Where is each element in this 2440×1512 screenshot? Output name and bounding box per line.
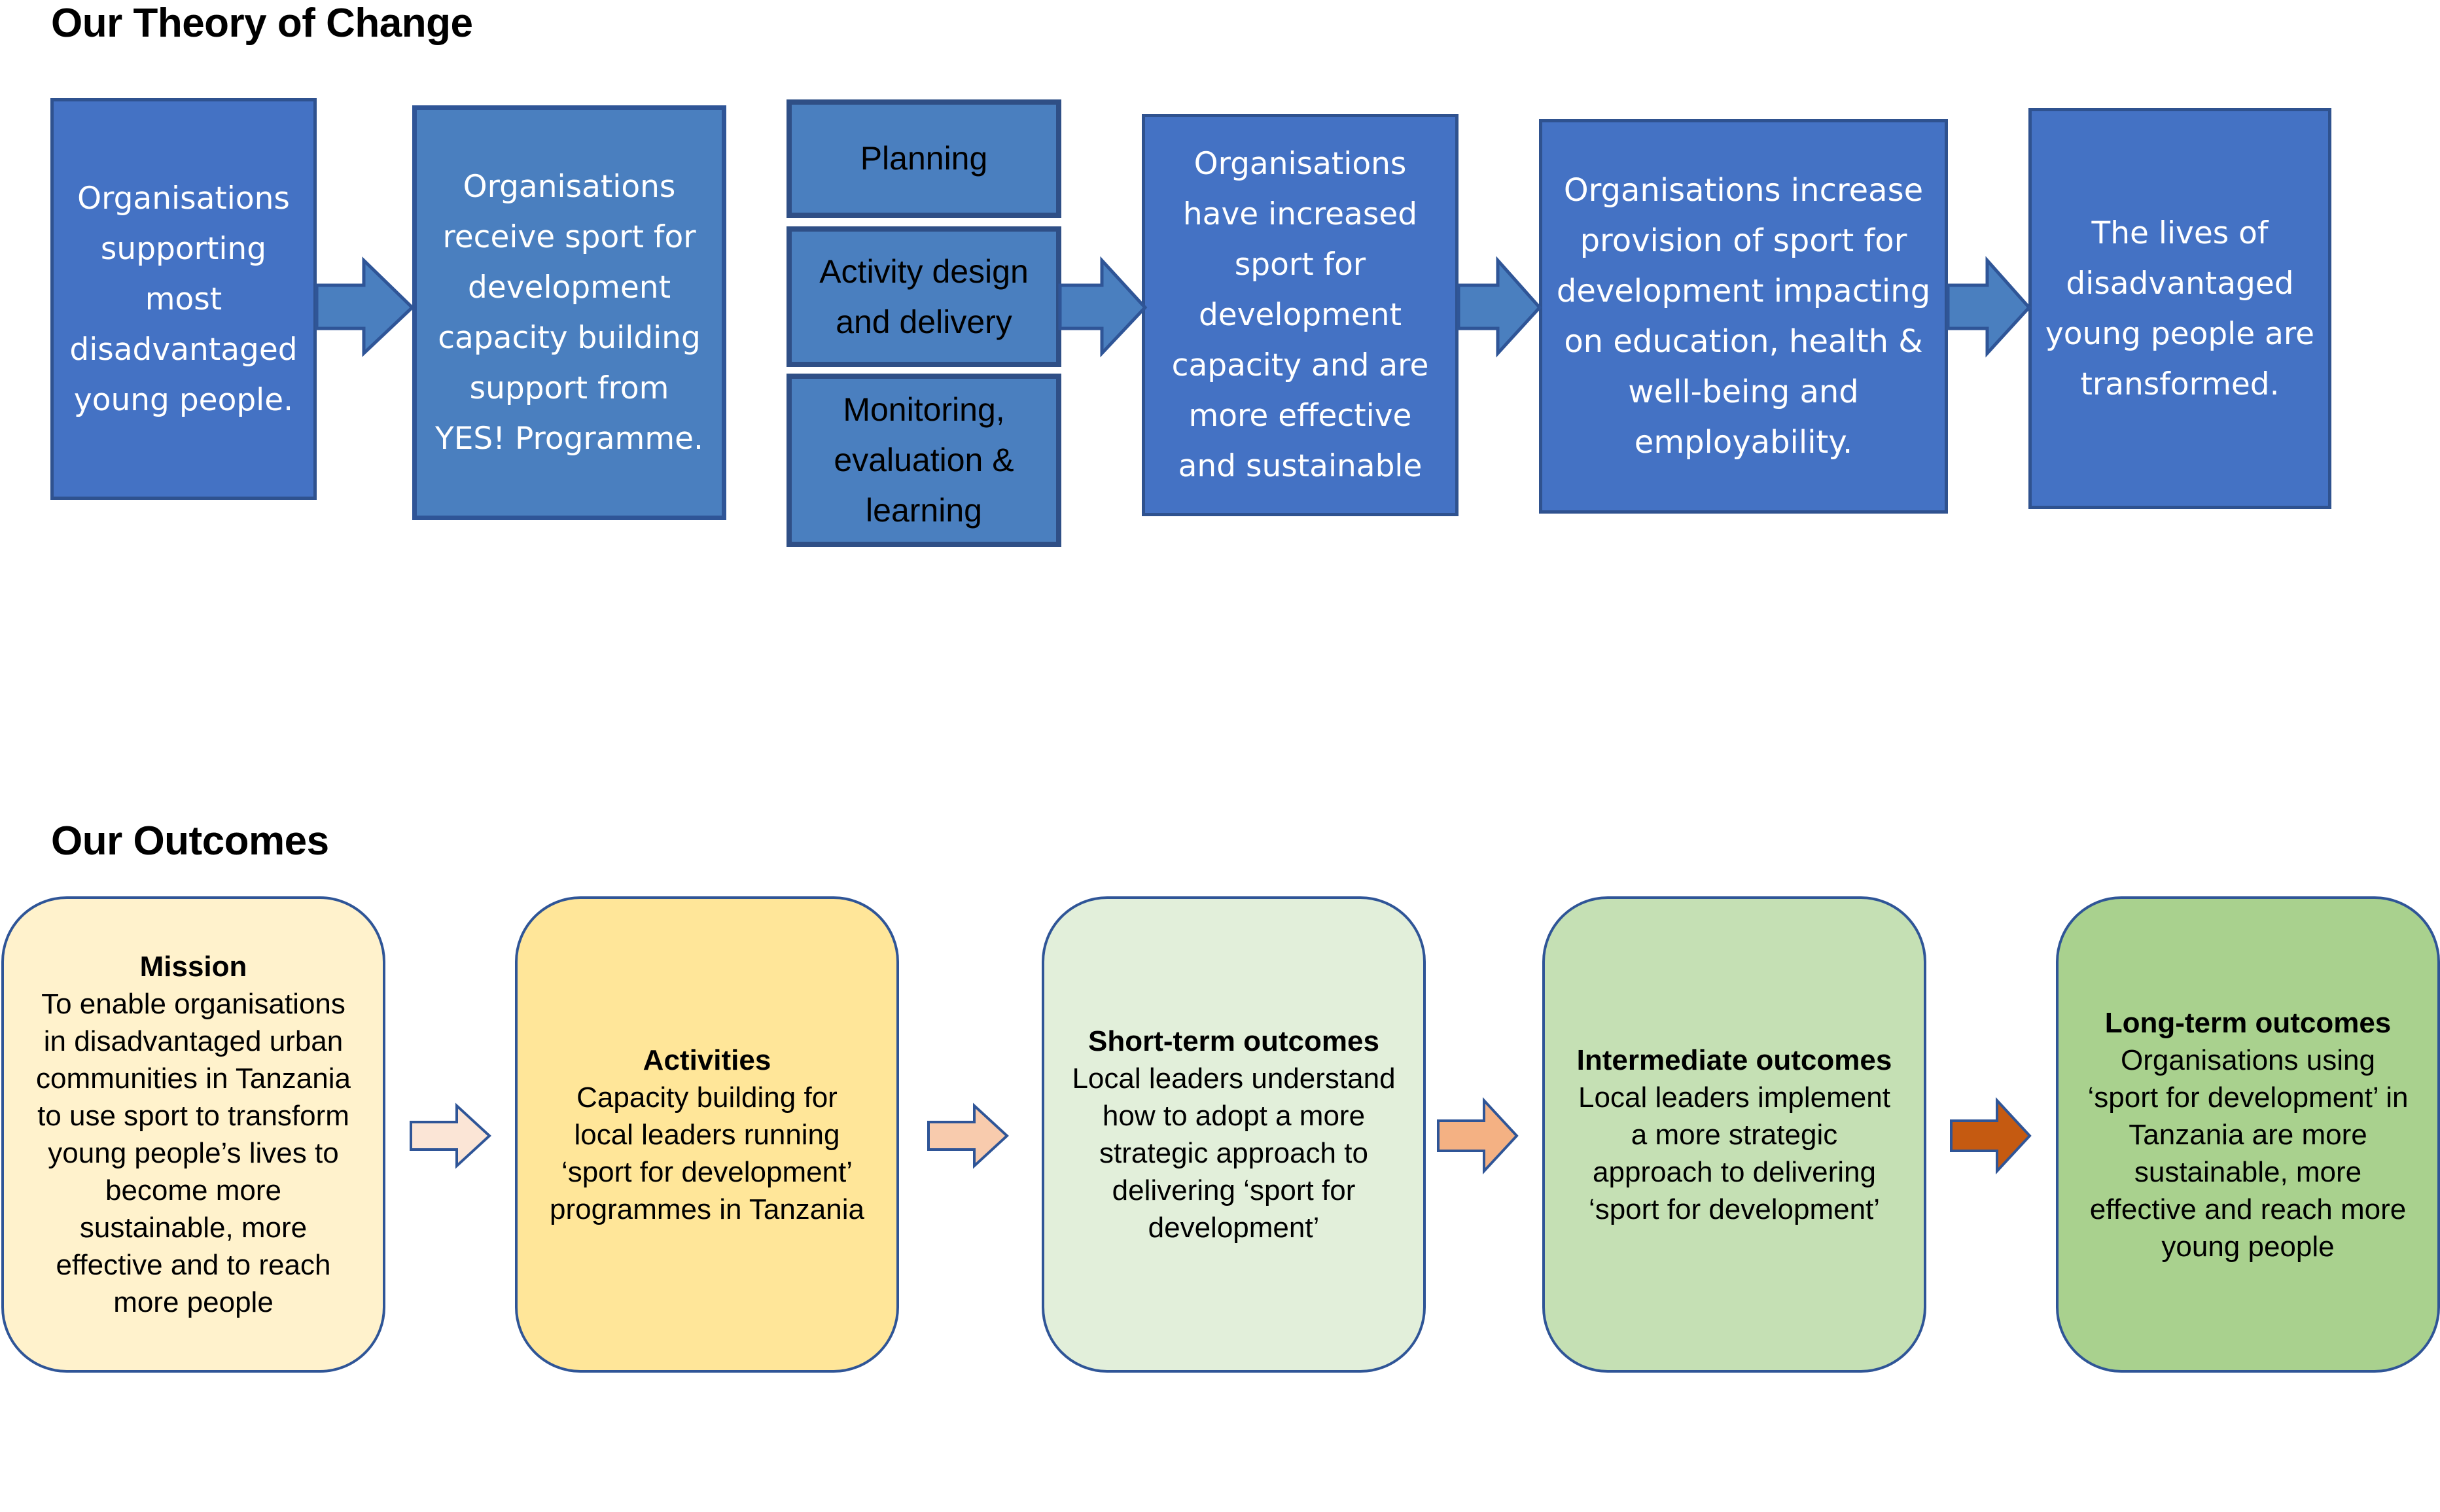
toc-step-6-text: The lives of disadvantaged young people … (2045, 215, 2315, 402)
toc-arrow-3-shape (1457, 256, 1542, 358)
outcome-card-mission: Mission To enable organisations in disad… (1, 896, 385, 1373)
toc-arrow-3 (1457, 256, 1542, 358)
outcome-arrow-4-shape (1950, 1097, 2032, 1175)
toc-arrow-2-shape (1058, 256, 1148, 358)
toc-arrow-2 (1058, 256, 1148, 358)
outcome-card-long-term-title: Long-term outcomes (2104, 1006, 2392, 1039)
outcome-arrow-3-shape (1437, 1097, 1519, 1175)
toc-step-4-text: Organisations have increased sport for d… (1171, 146, 1429, 484)
toc-step-2-text: Organisations receive sport for developm… (435, 169, 703, 457)
toc-stack-planning: Planning (787, 99, 1061, 218)
toc-step-6: The lives of disadvantaged young people … (2028, 108, 2331, 509)
outcome-card-intermediate-title: Intermediate outcomes (1576, 1044, 1892, 1076)
outcome-card-activities-text: Capacity building for local leaders runn… (550, 1081, 864, 1225)
toc-stack-activity-design: Activity design and delivery (787, 226, 1061, 367)
toc-stack-planning-text: Planning (860, 140, 988, 177)
outcome-arrow-2-shape (927, 1102, 1009, 1169)
toc-step-1: Organisations supporting most disadvanta… (50, 98, 317, 500)
outcome-arrow-3 (1437, 1097, 1519, 1175)
toc-stack-activity-design-text: Activity design and delivery (819, 253, 1029, 340)
toc-arrow-1 (315, 256, 415, 357)
toc-step-5-text: Organisations increase provision of spor… (1556, 171, 1931, 461)
toc-stack-monitoring: Monitoring, evaluation & learning (787, 374, 1061, 547)
theory-of-change-heading: Our Theory of Change (51, 1, 473, 46)
outcome-card-short-term: Short-term outcomes Local leaders unders… (1042, 896, 1426, 1373)
toc-arrow-4-shape (1946, 256, 2032, 358)
outcome-card-activities: Activities Capacity building for local l… (515, 896, 899, 1373)
toc-step-4: Organisations have increased sport for d… (1142, 114, 1459, 516)
outcome-arrow-2 (927, 1102, 1009, 1169)
outcome-arrow-1-shape (410, 1102, 491, 1169)
outcome-card-short-term-title: Short-term outcomes (1088, 1025, 1379, 1057)
outcome-card-intermediate: Intermediate outcomes Local leaders impl… (1542, 896, 1926, 1373)
outcomes-heading: Our Outcomes (51, 818, 329, 864)
toc-arrow-1-shape (315, 256, 415, 357)
toc-stack-monitoring-text: Monitoring, evaluation & learning (834, 391, 1014, 529)
outcome-card-mission-title: Mission (139, 951, 247, 983)
outcome-card-long-term: Long-term outcomes Organisations using ‘… (2056, 896, 2440, 1373)
outcome-card-long-term-text: Organisations using ‘sport for developme… (2087, 1044, 2409, 1263)
outcome-card-activities-title: Activities (643, 1044, 771, 1076)
toc-step-1-text: Organisations supporting most disadvanta… (69, 180, 298, 418)
toc-step-2: Organisations receive sport for developm… (412, 105, 726, 520)
outcome-arrow-4 (1950, 1097, 2032, 1175)
outcome-arrow-1 (410, 1102, 491, 1169)
outcome-card-short-term-text: Local leaders understand how to adopt a … (1072, 1063, 1396, 1244)
toc-step-5: Organisations increase provision of spor… (1539, 119, 1948, 514)
outcome-card-intermediate-text: Local leaders implement a more strategic… (1578, 1081, 1890, 1225)
outcome-card-mission-text: To enable organisations in disadvantaged… (36, 988, 351, 1318)
toc-arrow-4 (1946, 256, 2032, 358)
